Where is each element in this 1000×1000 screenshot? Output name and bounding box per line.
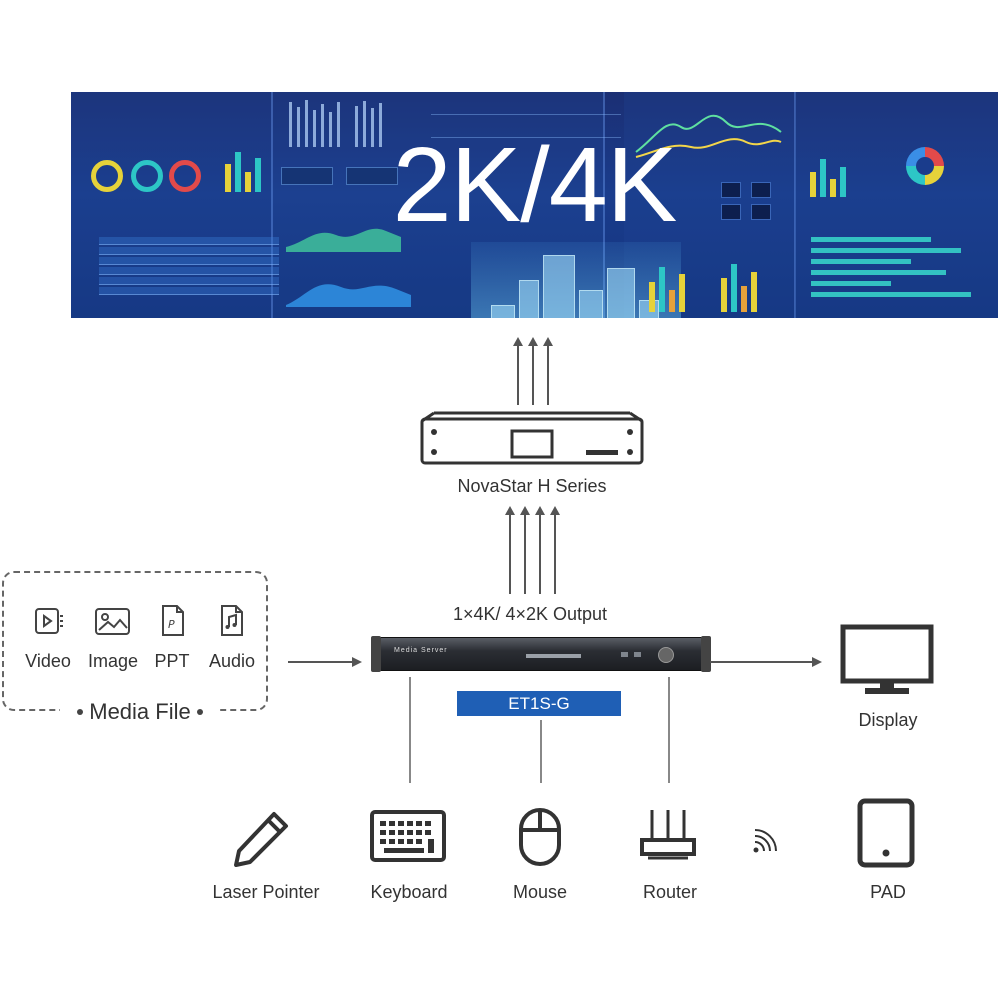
gauge xyxy=(169,160,201,192)
image-file-icon xyxy=(95,608,130,635)
mini-bar-chart xyxy=(221,147,271,192)
display-label: Display xyxy=(858,710,918,730)
peripheral-keyboard: Keyboard xyxy=(370,882,448,902)
peripheral-pad: PAD xyxy=(870,882,906,902)
media-item-ppt: PPT xyxy=(154,651,190,671)
keyboard-icon xyxy=(370,810,446,862)
media-file-group xyxy=(2,571,268,711)
donut-chart xyxy=(906,147,944,185)
bar-chart xyxy=(641,257,791,312)
media-item-audio: Audio xyxy=(208,651,256,671)
area-charts xyxy=(286,228,411,307)
screen-resolution-title: 2K/4K xyxy=(392,126,678,244)
ppt-file-icon: P xyxy=(162,605,184,636)
media-server-device: Media Server xyxy=(371,636,711,672)
led-screen-image: 2K/4K xyxy=(71,92,998,318)
city-skyline xyxy=(471,242,681,318)
media-file-caption: Media File xyxy=(60,697,220,727)
mouse-icon xyxy=(519,808,561,866)
media-file-title: Media File xyxy=(89,699,191,724)
server-panel-text: Media Server xyxy=(394,647,448,654)
line-chart xyxy=(635,114,782,158)
video-file-icon xyxy=(35,608,63,634)
router-icon xyxy=(640,810,696,860)
gauge xyxy=(131,160,163,192)
pen-icon xyxy=(234,812,288,867)
gauge xyxy=(91,160,123,192)
peripheral-laser-pointer: Laser Pointer xyxy=(212,882,320,902)
screen-panel xyxy=(71,92,273,318)
wifi-signal-icon xyxy=(753,829,777,853)
audio-file-icon xyxy=(221,605,243,636)
processor-icon xyxy=(420,411,644,465)
processor-label: NovaStar H Series xyxy=(457,476,607,496)
peripheral-mouse: Mouse xyxy=(512,882,568,902)
monitor-icon xyxy=(840,624,934,694)
svg-text:P: P xyxy=(168,618,175,631)
media-item-image: Image xyxy=(87,651,139,671)
media-item-video: Video xyxy=(25,651,71,671)
server-model-badge: ET1S-G xyxy=(457,691,621,716)
screen-panel xyxy=(795,92,998,318)
output-label: 1×4K/ 4×2K Output xyxy=(452,604,608,624)
peripheral-router: Router xyxy=(642,882,698,902)
tablet-icon xyxy=(857,798,915,868)
